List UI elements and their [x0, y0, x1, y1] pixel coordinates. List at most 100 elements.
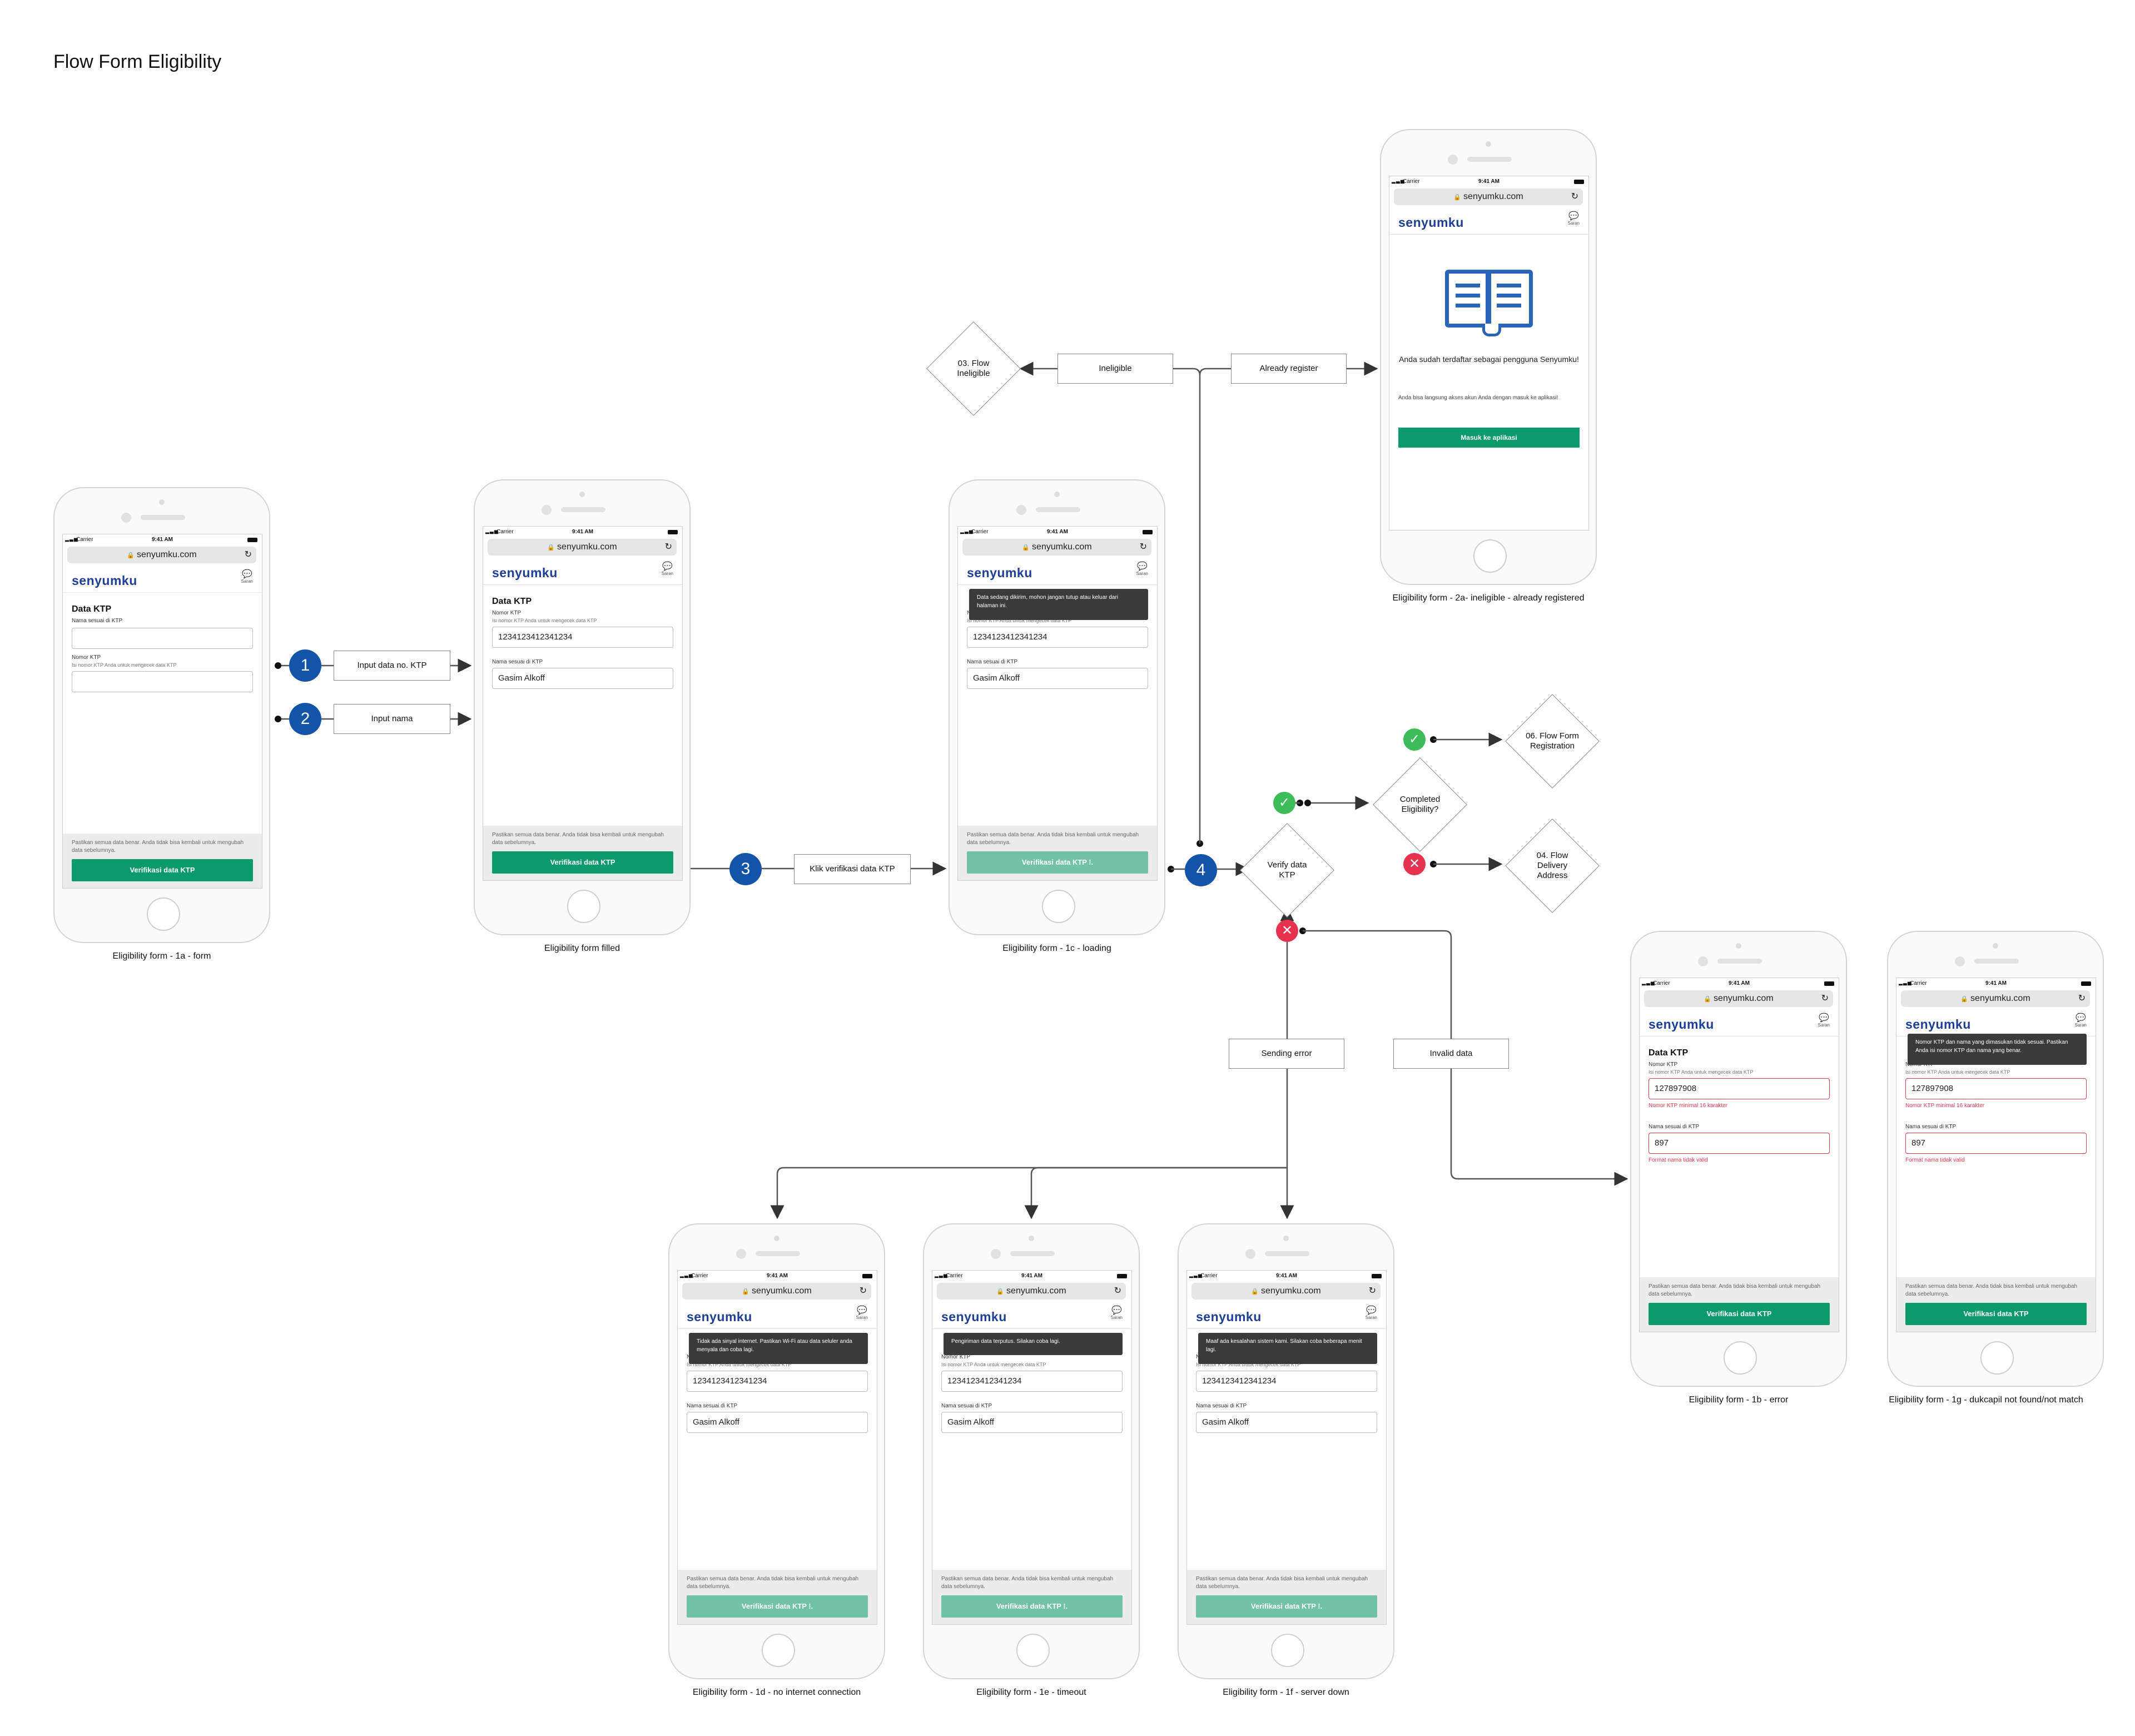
clock: 9:41 AM	[1021, 1273, 1042, 1279]
verifikasi-button[interactable]: Verifikasi data KTP	[72, 859, 253, 881]
saran-button[interactable]: 💬Saran	[1111, 1306, 1123, 1321]
home-button[interactable]	[1042, 890, 1075, 923]
ktp-input[interactable]: 1234123412341234	[967, 627, 1148, 648]
chat-bubble-icon: 💬	[1111, 1306, 1122, 1315]
nama-input[interactable]: Gasim Alkoff	[967, 668, 1148, 689]
ktp-input[interactable]: 1234123412341234	[1196, 1371, 1377, 1392]
masuk-aplikasi-button[interactable]: Masuk ke aplikasi	[1398, 428, 1580, 448]
app-header: senyumku 💬Saran	[1389, 209, 1588, 235]
saran-label: Saran	[1365, 1315, 1377, 1320]
senyumku-logo[interactable]: senyumku	[1649, 1017, 1714, 1031]
nama-input[interactable]: Gasim Alkoff	[687, 1412, 868, 1433]
senyumku-logo[interactable]: senyumku	[1398, 215, 1464, 230]
url-bar[interactable]: 🔒senyumku.com↻	[1901, 990, 2090, 1007]
url-bar[interactable]: 🔒senyumku.com↻	[488, 539, 677, 555]
home-button[interactable]	[1473, 539, 1507, 573]
chat-bubble-icon: 💬	[1136, 562, 1148, 571]
footer-note: Pastikan semua data benar. Anda tidak bi…	[687, 1576, 859, 1590]
ktp-input-error[interactable]: 127897908	[1905, 1078, 2087, 1099]
home-button[interactable]	[1016, 1634, 1050, 1667]
url-text: senyumku.com	[1006, 1286, 1066, 1296]
home-button[interactable]	[1980, 1341, 2014, 1375]
hint-nomor-ktp: Isi nomor KTP Anda untuk mengecek data K…	[941, 1362, 1046, 1367]
verifikasi-button[interactable]: Verifikasi data KTP	[492, 851, 673, 874]
saran-button[interactable]: 💬Saran	[1365, 1306, 1377, 1321]
saran-button[interactable]: 💬Saran	[2075, 1014, 2087, 1028]
senyumku-logo[interactable]: senyumku	[72, 573, 137, 588]
url-bar[interactable]: 🔒senyumku.com↻	[682, 1283, 871, 1299]
reload-icon[interactable]: ↻	[1571, 192, 1578, 201]
home-button[interactable]	[1724, 1341, 1757, 1375]
saran-button[interactable]: 💬Saran	[662, 562, 673, 577]
page-title: Flow Form Eligibility	[53, 51, 222, 72]
ktp-input[interactable]	[72, 671, 253, 692]
reload-icon[interactable]: ↻	[664, 542, 672, 552]
step-1-badge: 1	[289, 649, 321, 682]
nama-input[interactable]	[72, 628, 253, 649]
carrier-label: Carrier	[1653, 980, 1670, 986]
nama-input[interactable]: Gasim Alkoff	[1196, 1412, 1377, 1433]
lock-icon: 🔒	[1453, 194, 1462, 201]
lock-icon: 🔒	[996, 1288, 1005, 1295]
ktp-input[interactable]: 1234123412341234	[687, 1371, 868, 1392]
reload-icon[interactable]: ↻	[1821, 994, 1829, 1003]
footer-note: Pastikan semua data benar. Anda tidak bi…	[967, 832, 1139, 846]
nama-input[interactable]: Gasim Alkoff	[941, 1412, 1123, 1433]
reload-icon[interactable]: ↻	[1114, 1286, 1121, 1296]
battery-icon	[862, 1274, 872, 1278]
url-bar[interactable]: 🔒senyumku.com↻	[962, 539, 1151, 555]
senyumku-logo[interactable]: senyumku	[492, 566, 558, 580]
senyumku-logo[interactable]: senyumku	[967, 566, 1032, 580]
decision-flow-delivery-address: 04. Flow Delivery Address	[1505, 819, 1600, 913]
label-input-ktp: Input data no. KTP	[334, 651, 450, 681]
clock: 9:41 AM	[1985, 980, 2007, 986]
senyumku-logo[interactable]: senyumku	[1196, 1310, 1262, 1324]
carrier-label: Carrier	[691, 1273, 708, 1279]
battery-icon	[1372, 1274, 1382, 1278]
url-bar[interactable]: 🔒senyumku.com↻	[67, 547, 256, 563]
nama-input-error[interactable]: 897	[1649, 1133, 1830, 1154]
nama-input[interactable]: Gasim Alkoff	[492, 668, 673, 689]
reload-icon[interactable]: ↻	[1368, 1286, 1376, 1296]
connector-line	[1303, 930, 1452, 1039]
toast-message: Nomor KTP dan nama yang dimasukan tidak …	[1908, 1034, 2087, 1065]
senyumku-logo[interactable]: senyumku	[687, 1310, 752, 1324]
saran-button[interactable]: 💬Saran	[1568, 212, 1580, 226]
url-bar[interactable]: 🔒senyumku.com↻	[1394, 189, 1583, 205]
senyumku-logo[interactable]: senyumku	[941, 1310, 1007, 1324]
url-bar[interactable]: 🔒senyumku.com ↻	[937, 1283, 1126, 1299]
url-bar[interactable]: 🔒senyumku.com↻	[1191, 1283, 1381, 1299]
ktp-input[interactable]: 1234123412341234	[941, 1371, 1123, 1392]
verifikasi-button[interactable]: Verifikasi data KTP	[1649, 1303, 1830, 1325]
url-bar[interactable]: 🔒senyumku.com↻	[1644, 990, 1833, 1007]
saran-button[interactable]: 💬Saran	[1136, 562, 1148, 577]
clock: 9:41 AM	[767, 1273, 788, 1279]
app-header: senyumku 💬Saran	[1896, 1010, 2096, 1036]
fail-x-icon: ✕	[1276, 920, 1298, 942]
home-button[interactable]	[1271, 1634, 1304, 1667]
nama-input-error[interactable]: 897	[1905, 1133, 2087, 1154]
senyumku-logo[interactable]: senyumku	[1905, 1017, 1971, 1031]
clock: 9:41 AM	[1478, 178, 1500, 185]
home-button[interactable]	[762, 1634, 795, 1667]
reload-icon[interactable]: ↻	[859, 1286, 867, 1296]
ktp-input[interactable]: 1234123412341234	[492, 627, 673, 648]
ktp-input-error[interactable]: 127897908	[1649, 1078, 1830, 1099]
saran-button[interactable]: 💬Saran	[856, 1306, 868, 1321]
chat-bubble-icon: 💬	[1818, 1013, 1829, 1023]
verifikasi-button[interactable]: Verifikasi data KTP	[1905, 1303, 2087, 1325]
home-button[interactable]	[147, 897, 180, 931]
home-button[interactable]	[567, 890, 600, 923]
verifikasi-button-loading: Verifikasi data KTP ⁝.	[967, 851, 1148, 874]
reload-icon[interactable]: ↻	[244, 550, 252, 559]
reload-icon[interactable]: ↻	[1139, 542, 1147, 552]
signal-icon: ▂▃▅	[960, 528, 974, 534]
saran-button[interactable]: 💬Saran	[1818, 1014, 1830, 1028]
reload-icon[interactable]: ↻	[2078, 994, 2086, 1003]
saran-button[interactable]: 💬Saran	[241, 570, 253, 584]
